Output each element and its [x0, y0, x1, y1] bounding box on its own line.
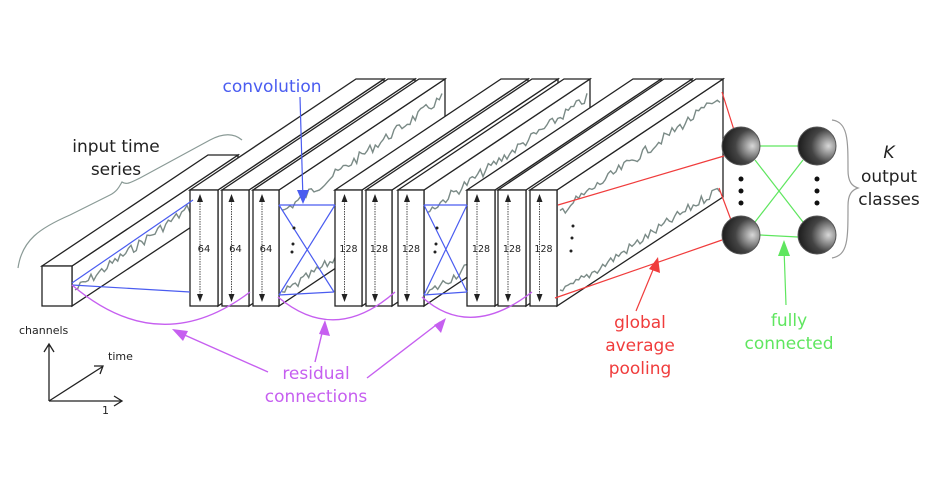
- fc-arrowhead: [778, 240, 790, 256]
- filter-count-label: 128: [339, 244, 357, 255]
- axes-legend: [43, 342, 124, 407]
- neuron-ellipsis: [738, 176, 820, 206]
- residual-label-1: residual: [282, 364, 349, 384]
- convolution-lines: [71, 96, 468, 296]
- conv-line: [71, 284, 191, 293]
- k-label: K: [883, 143, 896, 163]
- convolution-label: convolution: [222, 77, 321, 97]
- time-series-curve: [559, 99, 721, 215]
- conv-cross-2: [423, 204, 468, 296]
- gap-neuron: [721, 126, 761, 166]
- filter-count-label: 128: [534, 244, 552, 255]
- residual-arc: [71, 284, 251, 326]
- fc-label-1: fully: [771, 311, 807, 331]
- fc-label-2: connected: [744, 334, 833, 354]
- residual-label-2: connections: [265, 387, 368, 407]
- gap-label-1: global: [614, 313, 666, 333]
- conv-blocks: 64 64 64 128 128 128 128 128 128: [39, 77, 726, 308]
- filter-count-label: 128: [503, 244, 521, 255]
- input-label-1: input time: [72, 137, 160, 157]
- filter-count-label: 64: [229, 244, 242, 255]
- output-neuron: [797, 126, 837, 166]
- time-series-curve: [426, 93, 588, 214]
- time-series-curve: [281, 93, 443, 211]
- gap-label-3: pooling: [609, 359, 672, 379]
- fully-connected-lines: [754, 145, 804, 306]
- filter-count-label: 128: [402, 244, 420, 255]
- output-brace: [831, 119, 860, 259]
- one-axis: [49, 395, 124, 407]
- input-brace: [17, 134, 243, 269]
- time-series-curve: [559, 187, 721, 292]
- gap-arrowhead: [649, 257, 660, 273]
- time-axis: [48, 365, 104, 402]
- block-front-face: [365, 189, 393, 307]
- filter-count-label: 128: [472, 244, 490, 255]
- residual-arrowheads: [172, 318, 446, 341]
- filter-count-label: 64: [260, 244, 273, 255]
- channels-label: channels: [19, 324, 69, 337]
- gap-lines: [554, 91, 735, 312]
- residual-arc: [277, 291, 396, 321]
- convolution-arrowhead: [297, 190, 309, 204]
- residual-arc: [421, 291, 533, 318]
- ellipsis-dots: [290, 224, 575, 254]
- filter-count-label: 128: [370, 244, 388, 255]
- residual-arrow: [366, 321, 441, 379]
- output-neuron: [797, 215, 837, 255]
- output-label-1: output: [861, 167, 917, 187]
- neurons: [721, 126, 837, 255]
- time-label: time: [108, 350, 133, 363]
- block-front-face: [334, 189, 363, 307]
- block-front-face: [466, 189, 496, 307]
- conv-line: [71, 199, 194, 284]
- block-front-face: [189, 189, 219, 307]
- gap-neuron: [721, 215, 761, 255]
- block-front-face: [41, 265, 73, 307]
- block-front-face: [397, 189, 425, 307]
- residual-arrow: [179, 332, 269, 373]
- filter-count-label: 64: [198, 244, 211, 255]
- input-label-2: series: [91, 160, 141, 180]
- convolution-arrow: [299, 96, 304, 201]
- block-front-face: [221, 189, 250, 307]
- output-label-2: classes: [858, 190, 920, 210]
- channels-axis: [43, 342, 55, 401]
- one-label: 1: [102, 404, 109, 417]
- block-front-face: [529, 189, 558, 307]
- conv-cross-1: [278, 204, 336, 296]
- block-front-face: [252, 189, 280, 307]
- gap-label-2: average: [605, 336, 675, 356]
- conv-block-9: 128: [527, 77, 726, 308]
